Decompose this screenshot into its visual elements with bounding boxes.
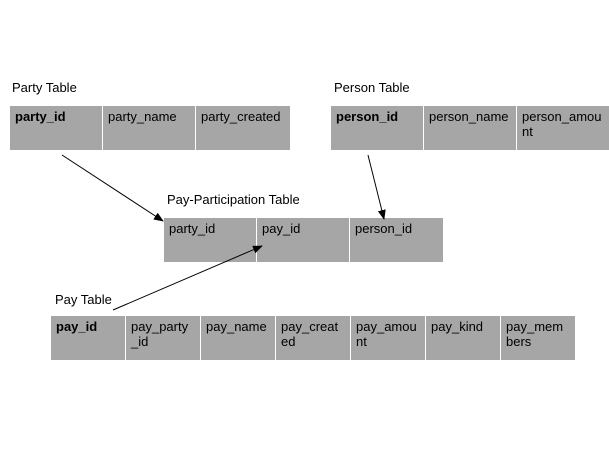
person-name-column: person_name [424,106,517,150]
pay-created-column: pay_created [276,316,351,360]
participation-pay-id-column: pay_id [257,218,350,262]
person-table: person_id person_name person_amount [331,106,609,150]
party-created-column: party_created [196,106,290,150]
pay-table: pay_id pay_party_id pay_name pay_created… [51,316,575,360]
person-to-participation-arrow [367,154,386,220]
participation-table-label: Pay-Participation Table [167,192,300,207]
participation-party-id-column: party_id [164,218,257,262]
person-table-label: Person Table [334,80,410,95]
party-id-column: party_id [10,106,103,150]
pay-table-label: Pay Table [55,292,112,307]
pay-name-column: pay_name [201,316,276,360]
pay-party-id-column: pay_party_id [126,316,201,360]
party-name-column: party_name [103,106,196,150]
party-table: party_id party_name party_created [10,106,290,150]
person-amount-column: person_amount [517,106,609,150]
party-table-label: Party Table [12,80,77,95]
pay-kind-column: pay_kind [426,316,501,360]
participation-person-id-column: person_id [350,218,443,262]
party-to-participation-arrow [61,154,164,222]
pay-amount-column: pay_amount [351,316,426,360]
person-id-column: person_id [331,106,424,150]
pay-members-column: pay_members [501,316,575,360]
participation-table: party_id pay_id person_id [164,218,443,262]
pay-id-column: pay_id [51,316,126,360]
